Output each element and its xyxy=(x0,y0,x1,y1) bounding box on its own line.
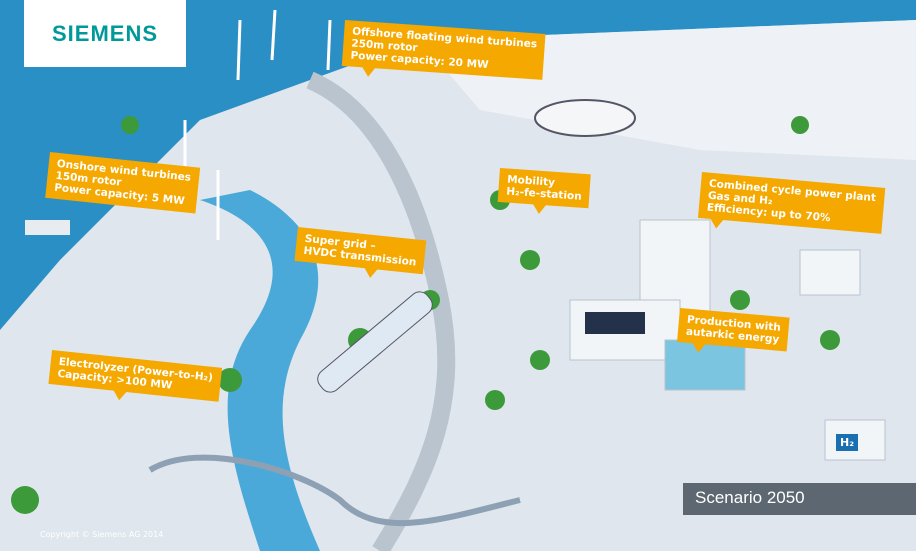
solar-panels xyxy=(585,312,645,334)
siemens-logo: SIEMENS xyxy=(24,0,186,67)
wind-turbines xyxy=(183,9,332,240)
rail xyxy=(148,454,521,527)
train xyxy=(317,291,433,393)
h2-tank-label: H₂ xyxy=(836,434,859,451)
scenario-label: Scenario 2050 xyxy=(683,483,916,515)
stadium xyxy=(534,99,636,137)
ship xyxy=(25,220,70,235)
callout-mobility: Mobility H₂-fe-station xyxy=(497,168,592,215)
copyright: Copyright © Siemens AG 2014 xyxy=(40,530,164,539)
river xyxy=(200,190,320,551)
